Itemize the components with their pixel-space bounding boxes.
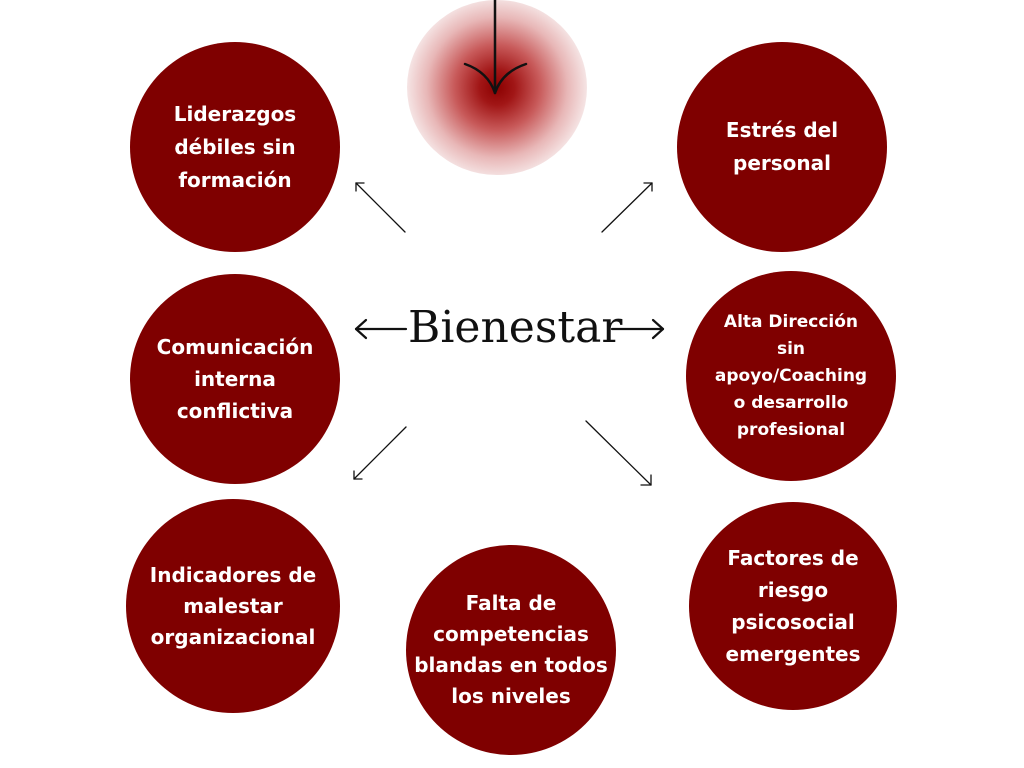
- arrow-up-right: [601, 182, 653, 233]
- node-comunicacion-label: Comunicación interna conflictiva: [156, 335, 314, 423]
- arrow-left-horizontal: [354, 318, 408, 340]
- node-estres: Estrés del personal: [677, 42, 887, 252]
- node-indicadores-label: Indicadores de malestar organizacional: [149, 562, 317, 649]
- node-falta-competencias: Falta de competencias blandas en todos l…: [406, 545, 616, 755]
- node-alta-direccion: Alta Dirección sin apoyo/Coaching o desa…: [686, 271, 896, 481]
- node-indicadores: Indicadores de malestar organizacional: [126, 499, 340, 713]
- node-liderazgos: Liderazgos débiles sin formación: [130, 42, 340, 252]
- node-estres-label: Estrés del personal: [725, 118, 839, 175]
- center-label-bienestar: Bienestar: [408, 302, 623, 353]
- node-factores-riesgo: Factores de riesgo psicosocial emergente…: [689, 502, 897, 710]
- arrow-down-left: [353, 426, 407, 480]
- node-falta-competencias-label: Falta de competencias blandas en todos l…: [414, 591, 608, 708]
- arrow-down-right: [585, 420, 652, 486]
- top-down-arrow: [463, 0, 528, 95]
- arrow-right-horizontal: [610, 318, 665, 340]
- node-liderazgos-label: Liderazgos débiles sin formación: [173, 101, 297, 192]
- arrow-up-left: [355, 182, 406, 233]
- node-comunicacion: Comunicación interna conflictiva: [130, 274, 340, 484]
- node-alta-direccion-label: Alta Dirección sin apoyo/Coaching o desa…: [714, 311, 868, 440]
- node-factores-riesgo-label: Factores de riesgo psicosocial emergente…: [725, 546, 861, 666]
